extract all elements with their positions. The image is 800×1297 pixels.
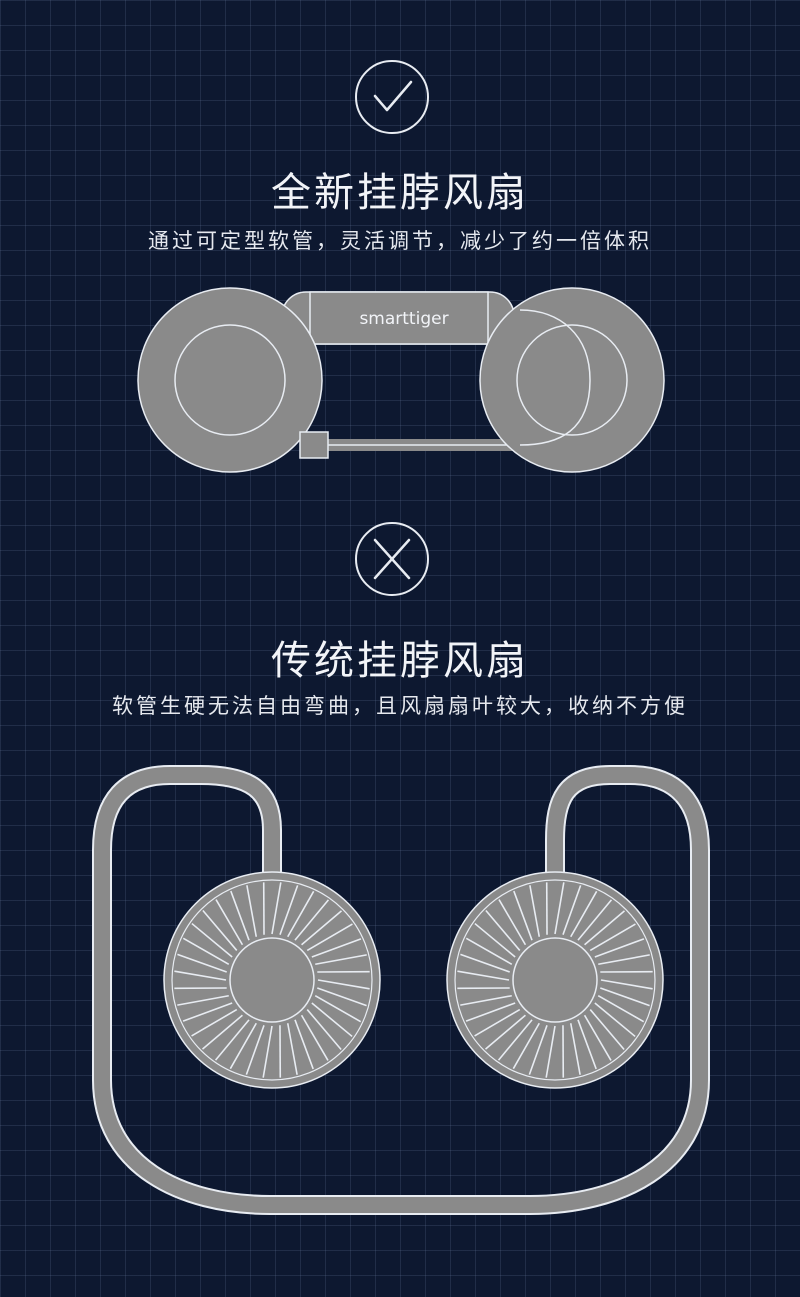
check-badge xyxy=(355,60,429,134)
new-fan-subtitle: 通过可定型软管，灵活调节，减少了约一倍体积 xyxy=(148,229,652,253)
old-fan-illustration xyxy=(92,765,710,1215)
new-fan-illustration: smarttiger xyxy=(137,287,665,473)
new-fan-title: 全新挂脖风扇 xyxy=(271,170,529,216)
brand-logo: smarttiger xyxy=(359,309,448,329)
old-fan-title: 传统挂脖风扇 xyxy=(271,638,529,684)
right-fan-blades xyxy=(446,871,664,1089)
cross-badge xyxy=(355,522,429,596)
check-icon xyxy=(373,80,413,112)
cross-icon xyxy=(373,538,411,580)
left-fan-blades xyxy=(163,871,381,1089)
old-fan-subtitle: 软管生硬无法自由弯曲，且风扇扇叶较大，收纳不方便 xyxy=(112,694,688,718)
